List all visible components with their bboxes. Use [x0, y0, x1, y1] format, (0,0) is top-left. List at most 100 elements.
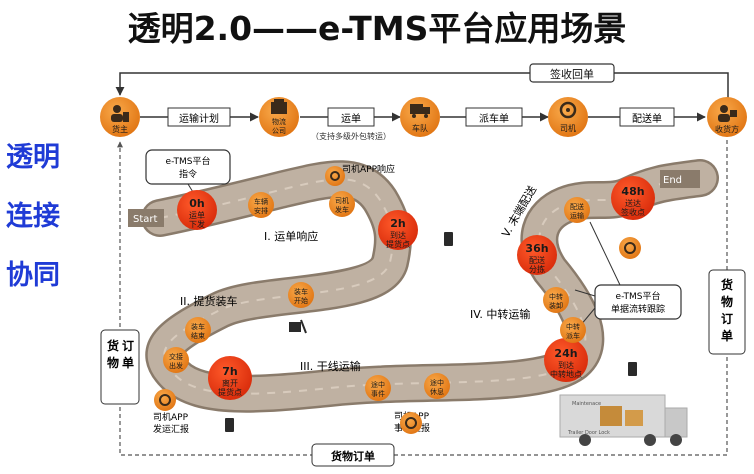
milestone-text: 装卸: [549, 301, 563, 310]
milestone-text: 交接: [169, 352, 183, 361]
time-node-hours: 2h: [390, 217, 406, 230]
milestone-text: 结束: [191, 331, 205, 340]
right-order-label: 货物订单: [721, 277, 733, 343]
consignee-icon: [718, 105, 737, 122]
time-node-text: 中转地点: [550, 369, 582, 379]
milestone-text: 运输: [570, 211, 584, 220]
time-node-hours: 48h: [621, 185, 644, 198]
milestone-text: 休息: [430, 387, 444, 396]
right-order-box: [708, 269, 746, 355]
time-node-hours: 36h: [525, 242, 548, 255]
milestone-text: 装车: [191, 322, 205, 331]
truck-sign: Maintenace: [572, 401, 601, 407]
left-order-label: 货物订单: [107, 338, 134, 370]
actor-logistics-label-2: 公司: [272, 127, 286, 135]
top-flow: 签收回单 运输计划 运单 （支持多级外包转运） 派车单 配送单 货主: [100, 63, 747, 141]
svg-text:订: 订: [721, 311, 733, 326]
actor-logistics-label-1: 物流: [272, 117, 286, 126]
milestone-text: 出发: [169, 361, 183, 370]
bottom-order-label: 货物订单: [330, 449, 375, 463]
time-node-text: 运单: [189, 210, 205, 220]
time-node-text: 提货点: [386, 239, 410, 249]
shipper-icon: [111, 105, 129, 122]
phone-icon: [225, 418, 234, 432]
receipt-line-right: [586, 72, 729, 98]
actor-logistics: 物流 公司: [259, 97, 299, 137]
time-node-text: 提货点: [218, 387, 242, 397]
time-node-hours: 24h: [554, 347, 577, 360]
link-box-plan: [167, 107, 231, 127]
dock-sign: Trailer Door Lock: [567, 430, 610, 436]
svg-text:单: 单: [122, 355, 134, 370]
receipt-box: [529, 63, 615, 83]
svg-text:单: 单: [721, 328, 733, 343]
time-node-text: 到达: [558, 360, 574, 370]
stage-label-3: III. 干线运输: [300, 359, 361, 373]
page-title: 透明2.0——e-TMS平台应用场景: [127, 9, 627, 48]
time-node-hours: 7h: [222, 365, 238, 378]
milestone-text: 事件: [371, 389, 385, 398]
svg-text:货: 货: [721, 277, 733, 292]
svg-text:货: 货: [107, 338, 119, 353]
side-word-connect: 连接: [6, 201, 60, 232]
road-end-label: End: [663, 175, 682, 186]
milestone-text: 中转: [549, 292, 563, 301]
milestone-text: 安排: [254, 206, 268, 215]
time-node-text: 下发: [189, 219, 205, 229]
side-word-collaborate: 协同: [6, 260, 60, 291]
time-node-hours: 0h: [189, 197, 205, 210]
actor-consignee: 收货方: [707, 97, 747, 137]
phone-icon: [444, 232, 453, 246]
link-box-dispatch: [465, 107, 523, 127]
time-node-text: 离开: [222, 378, 238, 388]
svg-text:物: 物: [107, 355, 119, 370]
milestone-text: 司机: [335, 196, 349, 205]
left-order-box: [100, 329, 140, 405]
actor-driver-label: 司机: [560, 123, 576, 133]
driver-wheel-icon: [619, 237, 641, 259]
stage-label-4: IV. 中转运输: [470, 307, 530, 321]
forklift-icon: [289, 319, 307, 334]
actor-fleet-label: 车队: [412, 123, 428, 133]
link-box-delivery: [619, 107, 675, 127]
milestone-text: 装车: [294, 287, 308, 296]
milestone-text: 配送: [570, 202, 584, 211]
waybill-note: （支持多级外包转运）: [311, 131, 391, 141]
svg-text:物: 物: [721, 294, 733, 309]
actor-fleet: 车队: [400, 97, 440, 137]
time-node-text: 签收点: [621, 207, 645, 217]
platform-callout-start-l1: e-TMS平台: [166, 155, 211, 167]
milestone-text: 中转: [566, 322, 580, 331]
app-note-response: 司机APP响应: [342, 163, 395, 175]
link-box-waybill: [327, 107, 375, 127]
actor-shipper: 货主: [100, 97, 140, 137]
receipt-label: 签收回单: [550, 67, 594, 81]
platform-callout-start-l2: 指令: [179, 168, 197, 180]
link-plan-label: 运输计划: [179, 112, 219, 125]
driver-wheel-icon: [559, 101, 577, 119]
bottom-order-box: [311, 443, 395, 467]
time-node-text: 送达: [625, 198, 641, 208]
milestone-text: 车辆: [254, 197, 268, 206]
milestone-text: 开始: [294, 296, 308, 305]
time-node-text: 分拣: [529, 264, 545, 274]
time-node-text: 配送: [529, 255, 545, 265]
actor-shipper-label: 货主: [112, 124, 128, 134]
stage-label-1: I. 运单响应: [264, 229, 318, 243]
driver-wheel-icon: [400, 412, 422, 434]
